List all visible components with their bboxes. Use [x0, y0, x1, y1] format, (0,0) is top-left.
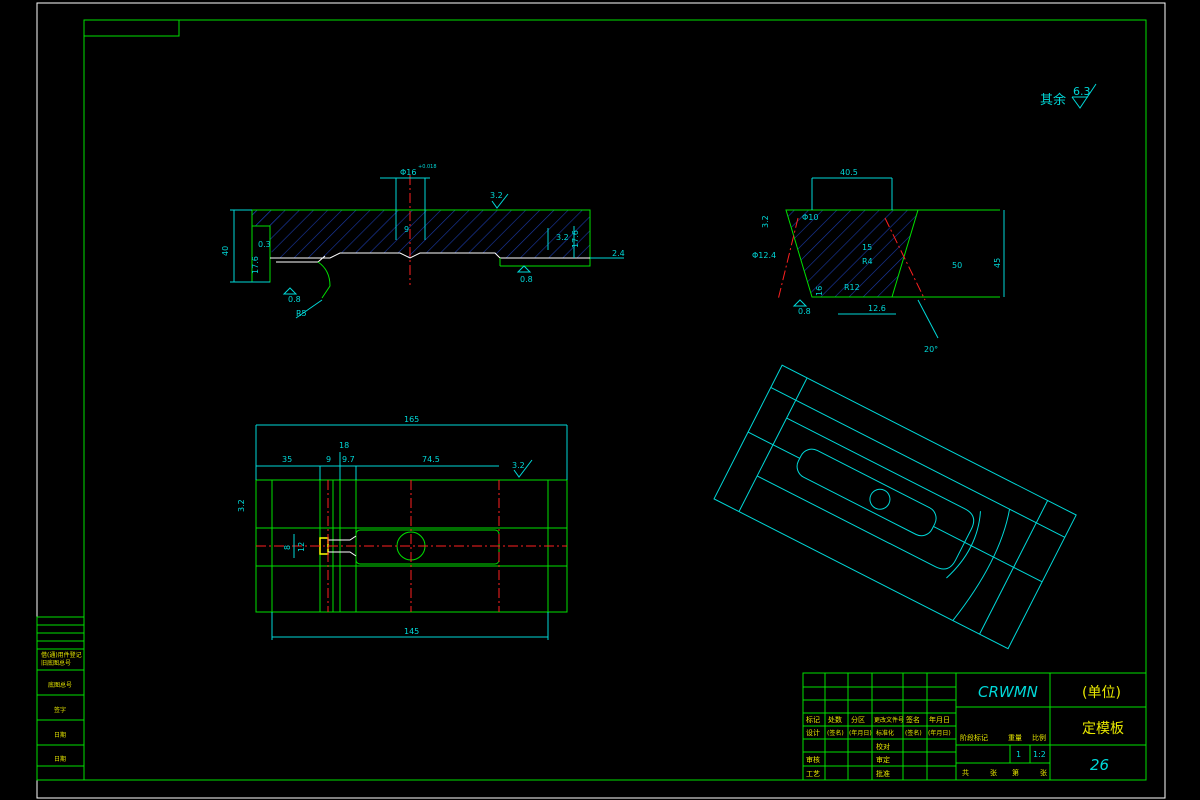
r2-3: 标准化 [876, 729, 894, 737]
front-d176b: 17.6 [571, 230, 580, 248]
drawing-frame [83, 19, 1147, 781]
front-ra-left: 0.8 [288, 295, 301, 304]
roughness-value: 6.3 [1073, 85, 1091, 98]
scale-text: 1:2 [1033, 750, 1046, 759]
side-phi10: Φ10 [802, 213, 818, 222]
plan-ra-top: 3.2 [512, 461, 525, 470]
plan-d8: 8 [283, 545, 292, 550]
unit-text: (单位) [1082, 685, 1121, 701]
hdr-0: 标记 [806, 715, 820, 724]
plan-d35: 35 [282, 455, 292, 464]
strip-cell-2: 底图总号 [48, 681, 72, 689]
side-ra-left: 3.2 [761, 215, 770, 228]
sheet-3: 张 [1040, 768, 1047, 777]
side-r4: R4 [862, 257, 873, 266]
sheet-border [36, 2, 1166, 799]
hdr-5: 年月日 [929, 715, 950, 724]
front-ra-top: 3.2 [490, 191, 503, 200]
sheet-0: 共 [962, 768, 969, 777]
front-d176: 17.6 [251, 256, 260, 274]
plan-d18: 18 [339, 441, 349, 450]
side-ra-bot: 0.8 [798, 307, 811, 316]
r2-1: (签名) [827, 729, 844, 737]
plan-overall: 165 [404, 415, 419, 424]
front-section-view: Φ16 +0.018 40 0.3 17.6 3.2 0.8 0.8 R5 9 … [221, 164, 625, 319]
side-top: 40.5 [840, 168, 858, 177]
plan-d145: 145 [404, 627, 419, 636]
front-ra-mid: 3.2 [556, 233, 569, 242]
r2-5: (年月日) [928, 729, 951, 737]
r2-4: (签名) [905, 729, 922, 737]
role-1: 工艺 [806, 770, 820, 778]
isometric-view [713, 364, 1077, 650]
plan-d745: 74.5 [422, 455, 440, 464]
stage-1: 重量 [1008, 734, 1022, 742]
left-strip: 借(通)用件登记 旧底图总号 底图总号 签字 日期 日期 [36, 616, 85, 781]
front-tol-top: +0.018 [418, 164, 437, 170]
roughness-label: 其余 [1040, 92, 1066, 108]
role-0: 审核 [806, 755, 820, 764]
sheet-2: 第 [1012, 768, 1019, 777]
front-ra-right: 0.8 [520, 275, 533, 284]
strip-cell-0: 借(通)用件登记 [41, 651, 82, 659]
plan-d12: 12 [297, 542, 306, 552]
drawing-number: 26 [1090, 756, 1109, 774]
side-d126: 12.6 [868, 304, 886, 313]
front-d24: 2.4 [612, 249, 625, 258]
material-text: CRWMN [978, 683, 1038, 701]
side-d20: 20° [924, 345, 938, 354]
side-d124: Φ12.4 [752, 251, 776, 260]
strip-cell-5: 日期 [54, 755, 66, 763]
sheet-1: 张 [990, 768, 997, 777]
side-d16: 16 [815, 286, 824, 296]
hdr-4: 签名 [906, 715, 920, 724]
front-r5: R5 [296, 309, 307, 318]
side-d45: 45 [993, 258, 1002, 268]
plan-d9: 9 [326, 455, 331, 464]
hdr-3: 更改文件号 [874, 716, 904, 724]
role2-1: 审定 [876, 755, 890, 764]
strip-cell-4: 日期 [54, 731, 66, 739]
plan-d97: 9.7 [342, 455, 355, 464]
front-phi-hole: Φ16 [400, 168, 416, 177]
side-d50: 50 [952, 261, 962, 270]
corner-box [83, 19, 180, 37]
role-2: 批准 [876, 769, 890, 778]
strip-cell-3: 签字 [54, 706, 66, 714]
r2-2: (年月日) [849, 729, 872, 737]
roughness-note: 其余 6.3 [1040, 83, 1097, 109]
qty-text: 1 [1016, 750, 1021, 759]
front-d9: 9 [404, 225, 409, 234]
r2-0: 设计 [806, 728, 820, 737]
stage-0: 阶段标记 [960, 733, 988, 742]
side-r12: R12 [844, 283, 860, 292]
part-name: 定模板 [1082, 721, 1124, 737]
strip-cell-1: 旧底图总号 [41, 659, 71, 667]
plan-ra-left: 3.2 [237, 499, 246, 512]
hdr-2: 分区 [851, 715, 865, 724]
role2-0: 校对 [876, 742, 890, 751]
title-block: CRWMN (单位) 定模板 26 标记 处数 分区 更改文件号 签名 年月日 … [802, 672, 1147, 781]
plan-view: 165 35 9 18 9.7 74.5 145 3.2 3.2 12 8 [237, 415, 568, 640]
front-d03: 0.3 [258, 240, 271, 249]
stage-2: 比例 [1032, 733, 1046, 742]
side-d15: 15 [862, 243, 872, 252]
hdr-1: 处数 [828, 715, 842, 724]
front-d-left: 40 [221, 246, 230, 256]
side-section-view: 40.5 3.2 Φ10 15 R4 R12 16 12.6 Φ12.4 45 … [752, 168, 1005, 354]
